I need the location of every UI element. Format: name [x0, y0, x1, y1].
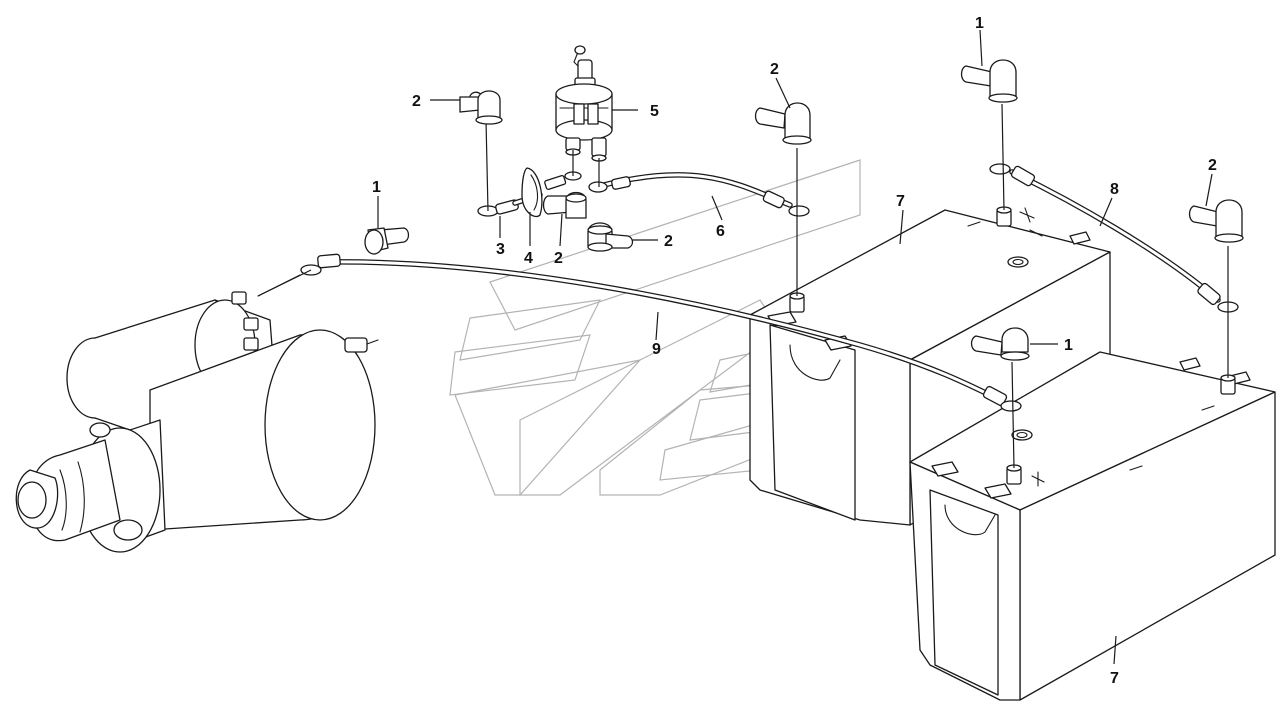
- callout-leaders: [377, 29, 1213, 665]
- callout-9: 9: [652, 341, 661, 358]
- starter-motor: [15, 274, 379, 553]
- cable-3-and-fuse-4: [477, 119, 600, 218]
- callout-2-top-center: 2: [770, 61, 779, 78]
- callout-1-starter: 1: [372, 179, 381, 196]
- callout-2-top-left: 2: [412, 93, 421, 110]
- callout-1-battery-front: 1: [1064, 337, 1073, 354]
- cable-9: [257, 253, 1022, 469]
- callout-2-fuse: 2: [554, 250, 563, 267]
- callout-6: 6: [716, 223, 725, 240]
- boot-cap-2d: [542, 191, 587, 219]
- callout-7-front: 7: [1110, 670, 1119, 687]
- boot-cap-1a: [960, 59, 1018, 103]
- boot-cap-1c: [364, 227, 410, 255]
- callout-labels: 1 1 1 2 2 2 2 2 3 4 5 6 7 7 8 9: [372, 15, 1217, 687]
- boot-cap-2e: [587, 222, 634, 252]
- callout-1-top-right: 1: [975, 15, 984, 32]
- callout-7-back: 7: [896, 193, 905, 210]
- boot-cap-2b: [754, 102, 812, 145]
- cable-8: [989, 103, 1239, 378]
- cable-6: [588, 148, 810, 296]
- callout-5: 5: [650, 103, 659, 120]
- battery-disconnect-switch: [555, 45, 613, 162]
- boot-cap-2a: [459, 90, 503, 125]
- boot-cap-1b: [970, 327, 1030, 361]
- battery-front: [909, 351, 1276, 701]
- boot-cap-2c: [1188, 199, 1244, 243]
- callout-3: 3: [496, 241, 505, 258]
- callout-8: 8: [1110, 181, 1119, 198]
- callout-4: 4: [524, 250, 533, 267]
- terminal-boots: [364, 59, 1244, 361]
- callout-2-switch-bottom: 2: [664, 233, 673, 250]
- callout-2-right: 2: [1208, 157, 1217, 174]
